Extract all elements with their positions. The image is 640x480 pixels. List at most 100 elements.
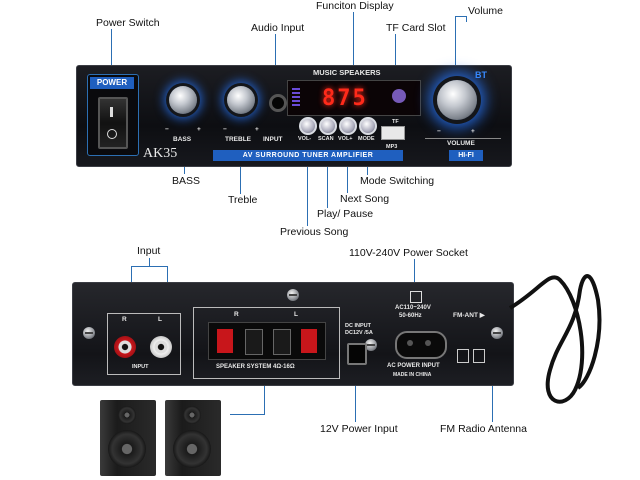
bass-label: BASS [173, 136, 192, 143]
leader-power-switch [111, 29, 112, 69]
rca-r-label: R [122, 316, 127, 323]
audio-input-jack[interactable] [269, 94, 287, 112]
ac-pin-2 [425, 340, 431, 346]
speaker-right [165, 400, 221, 476]
fm-ant-label: FM-ANT ▶ [453, 312, 485, 319]
rca-left-jack[interactable] [150, 336, 172, 358]
function-display: 875 [287, 80, 421, 116]
antenna-wire [508, 274, 602, 404]
speaker-l-plus-clip[interactable] [301, 329, 317, 353]
bt-label: BT [475, 70, 487, 80]
power-off-mark [107, 129, 117, 139]
bass-knob[interactable] [169, 86, 197, 114]
treble-minus: − [223, 126, 227, 133]
weee-bin-icon [457, 349, 469, 363]
volume-label-bar: VOLUME [425, 138, 501, 148]
leader-volume-c [455, 16, 456, 78]
treble-knob[interactable] [227, 86, 255, 114]
bass-minus: − [165, 126, 169, 133]
callout-audio-input: Audio Input [251, 22, 305, 34]
speaker-system-label: SPEAKER SYSTEM 4Ω-16Ω [216, 364, 295, 370]
callout-previous-song: Previous Song [280, 226, 349, 238]
leader-speakers-a [264, 380, 265, 414]
vol-plus-button[interactable] [339, 117, 357, 135]
speaker-clips [208, 322, 326, 360]
screw-right [491, 327, 503, 339]
leader-function-display [353, 12, 354, 66]
ac-power-socket[interactable] [395, 331, 447, 359]
speaker-left-woofer [108, 430, 146, 468]
music-speakers-label: MUSIC SPEAKERS [313, 68, 381, 77]
rca-l-label: L [158, 316, 162, 323]
power-switch-housing: POWER [87, 74, 139, 156]
treble-plus: + [255, 126, 259, 133]
screw-left [83, 327, 95, 339]
vol-minus-button[interactable] [299, 117, 317, 135]
leader-input-a [149, 258, 150, 266]
leader-treble [240, 140, 241, 194]
speaker-left [100, 400, 156, 476]
button-label-vol-minus: VOL- [298, 136, 312, 142]
callout-bass: BASS [172, 175, 201, 187]
amplifier-front-panel: POWER − + BASS − + TREBLE INPUT MUSIC SP… [76, 65, 512, 167]
volume-knob[interactable] [437, 80, 477, 120]
display-eq-left [292, 88, 300, 106]
button-label-scan: SCAN [318, 136, 334, 142]
speaker-left-tweeter [118, 406, 136, 424]
speaker-r-minus-clip[interactable] [245, 329, 263, 355]
speaker-l-minus-clip[interactable] [273, 329, 291, 355]
dc-power-jack[interactable] [347, 343, 367, 365]
ac-power-input-label: AC POWER INPUT [387, 363, 440, 369]
mp3-label: MP3 [386, 144, 398, 150]
leader-volume-a [466, 16, 467, 22]
power-label: POWER [90, 77, 134, 89]
tf-label: TF [392, 119, 399, 125]
input-label: INPUT [263, 136, 283, 143]
callout-treble: Treble [228, 194, 258, 206]
ac-freq-label: 50-60Hz [399, 313, 422, 319]
amplifier-back-panel: R L INPUT R L SPEAKER SYSTEM 4Ω-16Ω DC I… [72, 282, 514, 386]
leader-volume-b [455, 16, 467, 17]
double-insulation-icon [410, 291, 422, 303]
leader-input-b [131, 266, 168, 267]
callout-12v-power-input: 12V Power Input [320, 423, 398, 435]
callout-play-pause: Play/ Pause [317, 208, 374, 220]
callout-tf-card-slot: TF Card Slot [386, 22, 446, 34]
volume-minus: − [437, 128, 441, 135]
power-on-mark [110, 107, 113, 117]
leader-play-pause [327, 134, 328, 208]
button-label-mode: MODE [358, 136, 375, 142]
speaker-r-plus-clip[interactable] [217, 329, 233, 353]
leader-speakers-b [230, 414, 265, 415]
volume-plus: + [471, 128, 475, 135]
speaker-terminal-block: R L SPEAKER SYSTEM 4Ω-16Ω [193, 307, 340, 379]
scan-button[interactable] [319, 117, 337, 135]
speaker-r-label: R [234, 311, 239, 318]
screw-top [287, 289, 299, 301]
indoor-use-icon [473, 349, 485, 363]
display-readout: 875 [322, 86, 368, 111]
leader-power-socket [414, 259, 415, 285]
bass-plus: + [197, 126, 201, 133]
leader-previous-song [307, 134, 308, 226]
usb-tf-slot[interactable] [381, 126, 405, 140]
hifi-badge: HI-FI [449, 150, 483, 161]
fm-antenna-cable[interactable] [480, 270, 610, 430]
screw-middle [365, 339, 377, 351]
speaker-right-tweeter [183, 406, 201, 424]
power-rocker-switch[interactable] [98, 97, 128, 149]
callout-power-socket: 110V-240V Power Socket [349, 247, 468, 259]
made-in-label: MADE IN CHINA [393, 372, 432, 378]
callout-power-switch: Power Switch [96, 17, 160, 29]
speaker-l-label: L [294, 311, 298, 318]
callout-input: Input [137, 245, 161, 257]
callout-mode-switching: Mode Switching [360, 175, 435, 187]
speaker-right-woofer [173, 430, 211, 468]
callout-fm-antenna: FM Radio Antenna [440, 423, 527, 435]
callout-next-song: Next Song [340, 193, 390, 205]
rca-input-label: INPUT [132, 364, 149, 370]
volume-label: VOLUME [447, 140, 475, 147]
mode-button[interactable] [359, 117, 377, 135]
rca-right-jack[interactable] [114, 336, 136, 358]
rca-input-block: R L INPUT [107, 313, 181, 375]
